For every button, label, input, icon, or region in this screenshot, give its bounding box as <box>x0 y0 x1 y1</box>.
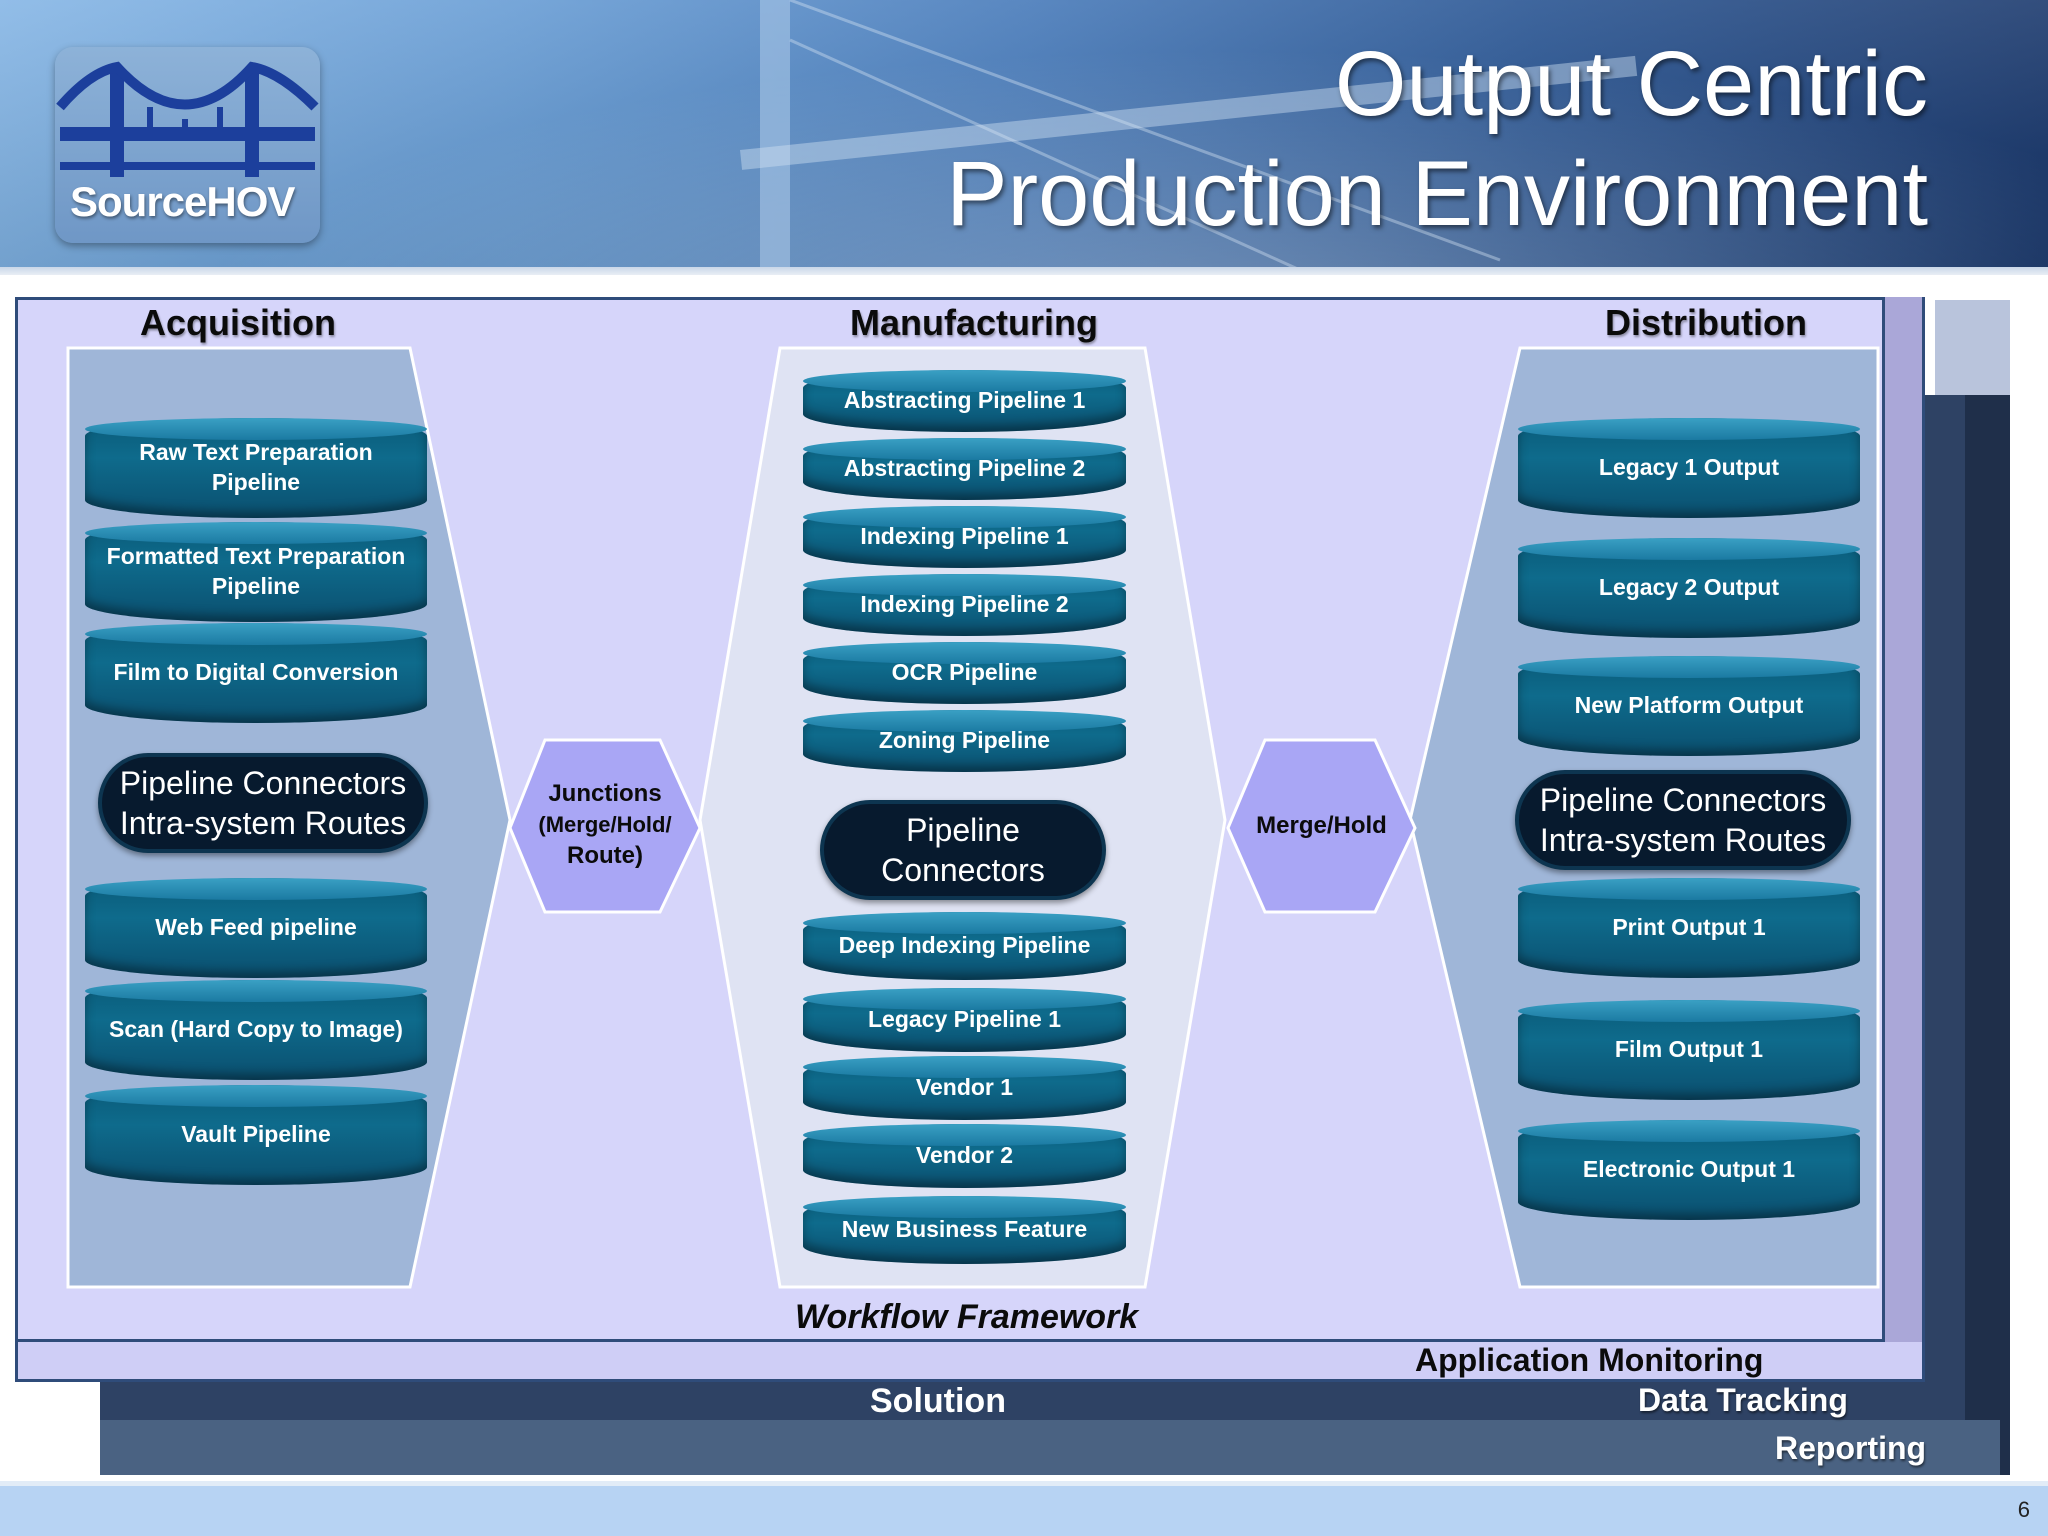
manufacturing-heading: Manufacturing <box>850 302 1098 343</box>
output-cylinder: Print Output 1 <box>1518 878 1860 978</box>
output-cylinder: Electronic Output 1 <box>1518 1120 1860 1220</box>
acquisition-heading: Acquisition <box>140 302 336 343</box>
bridge-image <box>740 0 1638 275</box>
bridge-logo-icon <box>56 61 319 177</box>
slide-title-line1: Output Centric <box>1334 33 1928 135</box>
page-number: 6 <box>2017 1497 2030 1522</box>
pipeline-cylinder: Web Feed pipeline <box>85 878 427 978</box>
output-cylinder: Legacy 2 Output <box>1518 538 1860 638</box>
pipeline-cylinder: Vault Pipeline <box>85 1085 427 1185</box>
pipeline-cylinder: Zoning Pipeline <box>803 710 1126 772</box>
pipeline-cylinder: Film to Digital Conversion <box>85 623 427 723</box>
junction-hexagon <box>508 738 702 914</box>
solution-layer-side <box>1965 395 2010 1475</box>
output-cylinder: Legacy 1 Output <box>1518 418 1860 518</box>
workflow-panel-bottom <box>15 1342 1925 1382</box>
pipeline-cylinder: Scan (Hard Copy to Image) <box>85 980 427 1080</box>
logo-text: SourceHOV <box>70 178 295 225</box>
workflow-framework-label: Workflow Framework <box>795 1298 1139 1336</box>
pipeline-cylinder: Legacy Pipeline 1 <box>803 988 1126 1052</box>
slide-title-line2: Production Environment <box>946 143 1928 245</box>
application-monitoring-label: Application Monitoring <box>1415 1342 1764 1378</box>
data-tracking-label: Data Tracking <box>1638 1382 1848 1418</box>
pipeline-cylinder: Formatted Text Preparation Pipeline <box>85 522 427 622</box>
header-divider <box>0 267 2048 275</box>
pipeline-cylinder: Vendor 1 <box>803 1056 1126 1120</box>
slide-footer <box>0 1486 2048 1536</box>
footer-divider <box>0 1481 2048 1486</box>
solution-layer-top <box>1935 300 2010 395</box>
reporting-layer <box>100 1420 2000 1475</box>
solution-label: Solution <box>870 1382 1006 1420</box>
header-background <box>0 0 2048 275</box>
logo <box>55 47 320 243</box>
distribution-heading: Distribution <box>1605 302 1807 343</box>
output-cylinder: New Platform Output <box>1518 656 1860 756</box>
slide-header <box>0 0 2048 275</box>
junction-label: Junctions (Merge/Hold/ Route) <box>538 780 672 870</box>
reporting-label: Reporting <box>1775 1430 1927 1466</box>
pipeline-cylinder: Abstracting Pipeline 2 <box>803 438 1126 500</box>
pipeline-cylinder: Raw Text Preparation Pipeline <box>85 418 427 518</box>
output-cylinder: Film Output 1 <box>1518 1000 1860 1100</box>
merge-hexagon <box>1226 738 1417 914</box>
merge-hold-label: Merge/Hold <box>1256 812 1387 839</box>
pipeline-cylinder: New Business Feature <box>803 1196 1126 1264</box>
pipeline-cylinder: Deep Indexing Pipeline <box>803 912 1126 980</box>
pipeline-connectors-badge: Pipeline Connectors <box>820 800 1106 900</box>
pipeline-cylinder: OCR Pipeline <box>803 642 1126 704</box>
pipeline-cylinder: Abstracting Pipeline 1 <box>803 370 1126 432</box>
pipeline-cylinder: Vendor 2 <box>803 1124 1126 1188</box>
pipeline-cylinder: Indexing Pipeline 2 <box>803 574 1126 636</box>
workflow-panel-side <box>1885 297 1925 1382</box>
pipeline-cylinder: Indexing Pipeline 1 <box>803 506 1126 568</box>
